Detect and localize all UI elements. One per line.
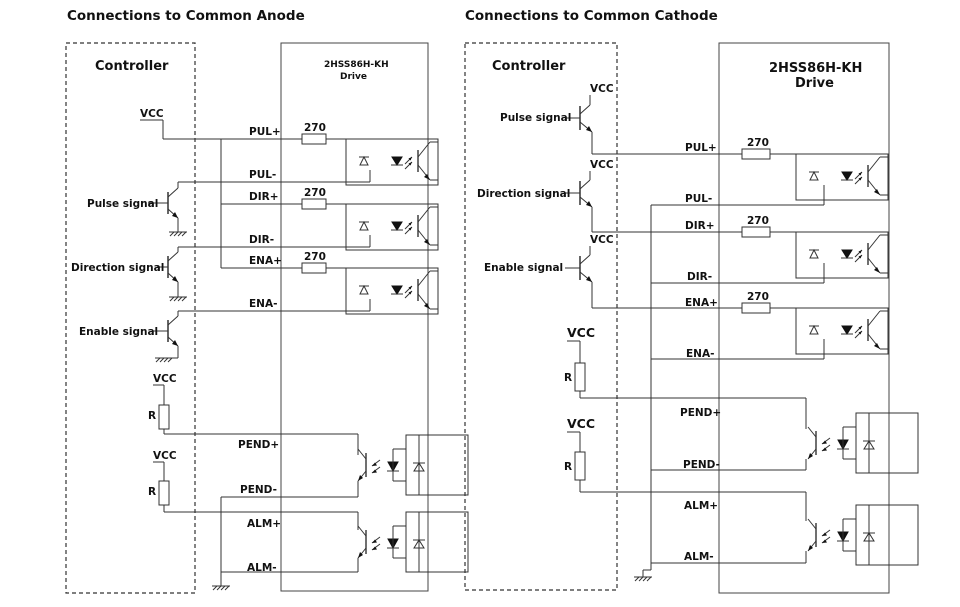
vcc-r2-left: VCC xyxy=(153,450,177,462)
controller-box-right xyxy=(464,42,618,591)
resistor-pul xyxy=(301,133,327,145)
pullup-resistor-alm-right xyxy=(574,451,586,481)
opto-pul-right xyxy=(795,153,889,201)
transistor-pulse-left xyxy=(148,182,188,237)
resistor-dir-right xyxy=(741,226,771,238)
resistor-value-pul: 270 xyxy=(304,122,326,134)
opto-pul-left xyxy=(345,138,439,186)
pulse-signal-label-right: Pulse signal xyxy=(500,112,571,124)
transistor-enable-right xyxy=(565,246,742,309)
vcc-pulse-right: VCC xyxy=(590,83,614,95)
transistor-pulse-right xyxy=(565,95,742,155)
resistor-value-pul-right: 270 xyxy=(747,137,769,149)
vcc-top-left: VCC xyxy=(140,108,164,120)
common-cathode-diagram: Connections to Common Cathode Controller… xyxy=(464,8,919,594)
opto-pend-right xyxy=(807,412,919,474)
resistor-value-dir: 270 xyxy=(304,187,326,199)
pullup-resistor-pend-left xyxy=(158,404,170,430)
terminal-pul-minus-right: PUL- xyxy=(685,193,712,205)
enable-signal-label-right: Enable signal xyxy=(484,262,563,274)
opto-alm-right xyxy=(807,504,919,566)
controller-label-right: Controller xyxy=(492,59,566,74)
vcc-r2-right: VCC xyxy=(567,416,595,431)
terminal-pend-minus-left: PEND- xyxy=(240,484,277,496)
terminal-alm-plus-left: ALM+ xyxy=(247,518,281,530)
terminal-ena-plus-left: ENA+ xyxy=(249,255,282,267)
controller-box-left xyxy=(65,42,196,594)
terminal-dir-plus-left: DIR+ xyxy=(249,191,279,203)
terminal-ena-minus-left: ENA- xyxy=(249,298,277,310)
vcc-enable-right: VCC xyxy=(590,234,614,246)
drive-box-left xyxy=(280,42,429,592)
resistor-value-ena-right: 270 xyxy=(747,291,769,303)
terminal-dir-minus-right: DIR- xyxy=(687,271,712,283)
vcc-direction-right: VCC xyxy=(590,159,614,171)
enable-signal-label-left: Enable signal xyxy=(79,326,158,338)
terminal-pul-minus-left: PUL- xyxy=(249,169,276,181)
r1-label-right: R xyxy=(564,372,572,384)
pullup-resistor-pend-right xyxy=(574,362,586,392)
resistor-ena-right xyxy=(741,302,771,314)
direction-signal-label-left: Direction signal xyxy=(71,262,164,274)
transistor-direction-left xyxy=(157,247,188,302)
opto-ena-right xyxy=(795,307,889,355)
common-anode-title: Connections to Common Anode xyxy=(67,8,305,24)
pulse-signal-label-left: Pulse signal xyxy=(87,198,158,210)
opto-dir-left xyxy=(345,203,439,251)
vcc-r1-right: VCC xyxy=(567,325,595,340)
drive-model-right: 2HSS86H-KH xyxy=(769,61,862,76)
drive-label-left: Drive xyxy=(340,72,367,82)
resistor-ena xyxy=(301,262,327,274)
opto-dir-right xyxy=(795,231,889,279)
terminal-alm-minus-right: ALM- xyxy=(684,551,714,563)
pullup-resistor-alm-left xyxy=(158,480,170,506)
common-anode-diagram: Connections to Common Anode Controller 2… xyxy=(65,8,469,594)
resistor-value-dir-right: 270 xyxy=(747,215,769,227)
terminal-dir-minus-left: DIR- xyxy=(249,234,274,246)
r2-label-left: R xyxy=(148,486,156,498)
opto-pend-left xyxy=(357,434,469,496)
terminal-pend-plus-right: PEND+ xyxy=(680,407,721,419)
resistor-dir xyxy=(301,198,327,210)
direction-signal-label-right: Direction signal xyxy=(477,188,570,200)
terminal-alm-plus-right: ALM+ xyxy=(684,500,718,512)
terminal-alm-minus-left: ALM- xyxy=(247,562,277,574)
terminal-pul-plus-right: PUL+ xyxy=(685,142,717,154)
r2-label-right: R xyxy=(564,461,572,473)
terminal-dir-plus-right: DIR+ xyxy=(685,220,715,232)
drive-model-left: 2HSS86H-KH xyxy=(324,60,389,70)
terminal-pul-plus-left: PUL+ xyxy=(249,126,281,138)
resistor-pul-right xyxy=(741,148,771,160)
common-cathode-title: Connections to Common Cathode xyxy=(465,8,718,24)
drive-box-right xyxy=(718,42,890,594)
resistor-value-ena: 270 xyxy=(304,251,326,263)
drive-label-right: Drive xyxy=(795,76,834,91)
terminal-pend-minus-right: PEND- xyxy=(683,459,720,471)
terminal-ena-minus-right: ENA- xyxy=(686,348,714,360)
terminal-pend-plus-left: PEND+ xyxy=(238,439,279,451)
r1-label-left: R xyxy=(148,410,156,422)
controller-label-left: Controller xyxy=(95,59,169,74)
opto-ena-left xyxy=(345,267,439,315)
terminal-ena-plus-right: ENA+ xyxy=(685,297,718,309)
opto-alm-left xyxy=(357,511,469,573)
vcc-r1-left: VCC xyxy=(153,373,177,385)
transistor-enable-left xyxy=(152,311,179,363)
transistor-direction-right xyxy=(565,171,742,233)
